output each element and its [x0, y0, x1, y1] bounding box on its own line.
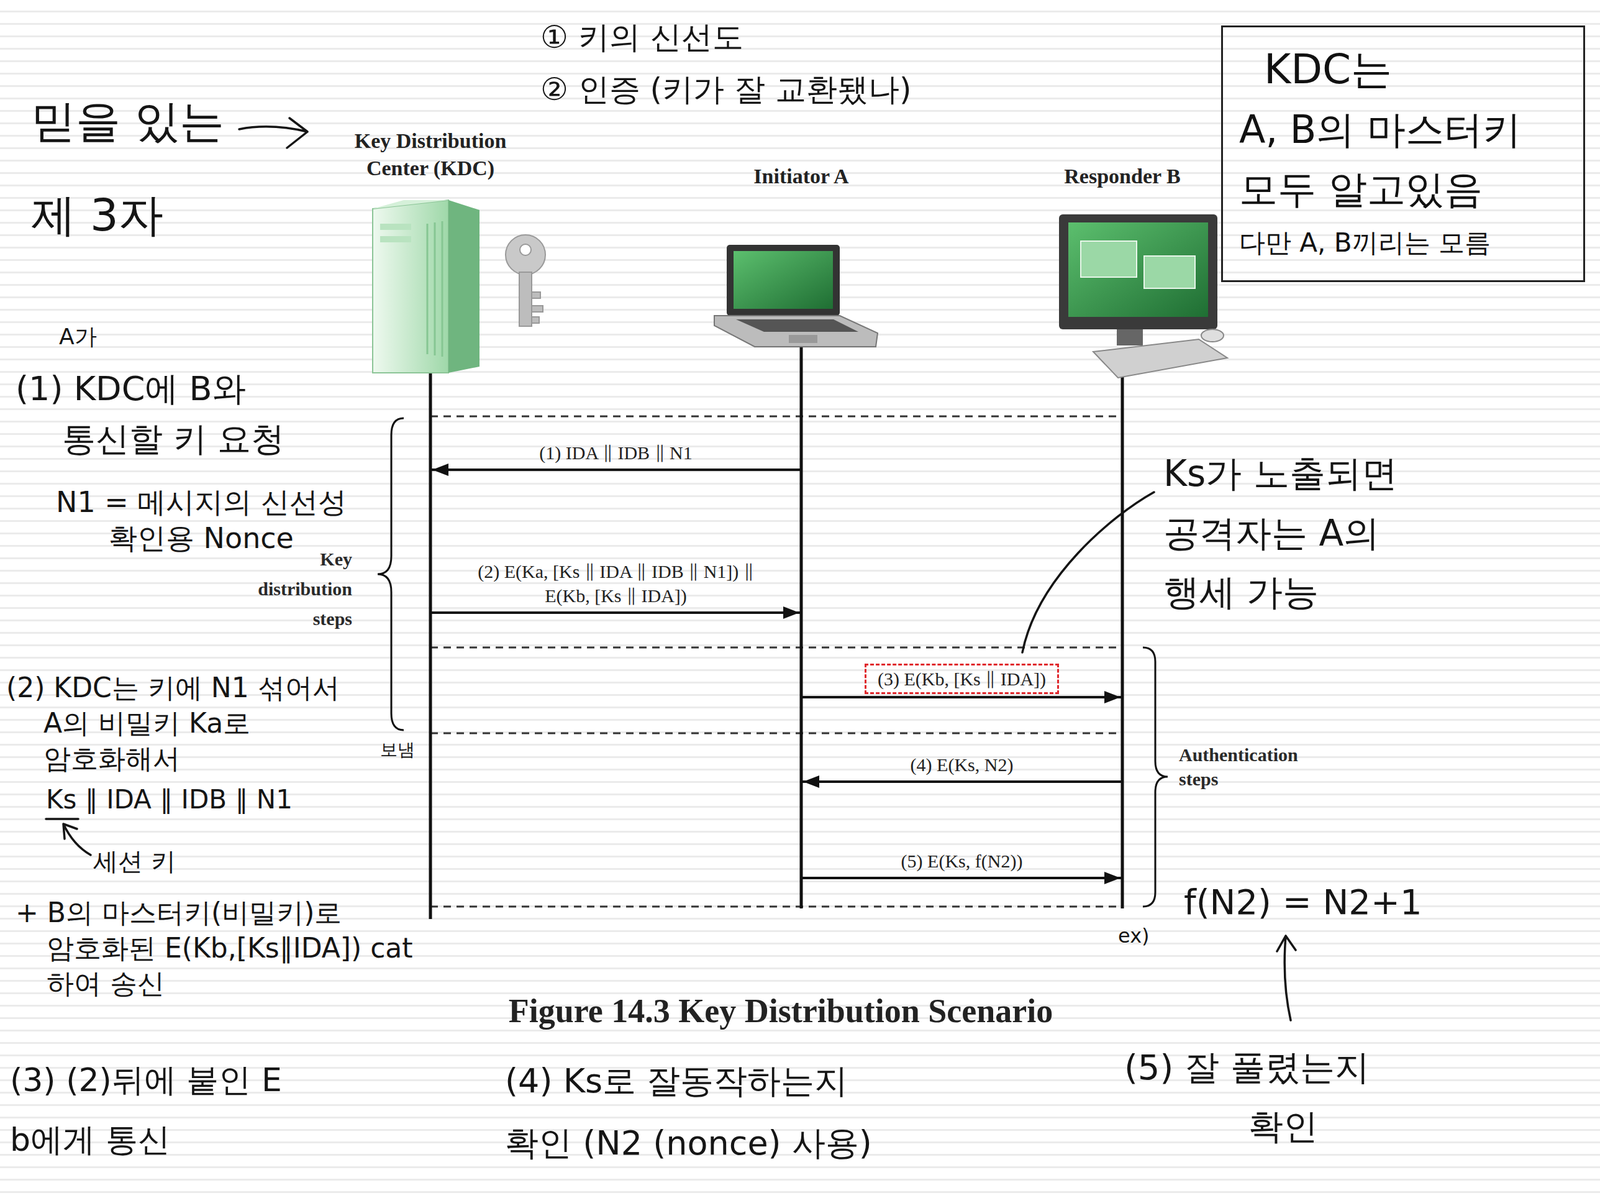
- arrow-head: [1104, 871, 1121, 884]
- section-label: Authentication steps: [1178, 742, 1335, 791]
- message-label: (3) E(Kb, [Ks ∥ IDA]): [864, 663, 1060, 694]
- key-tooth: [531, 305, 543, 312]
- handwritten-marks: [45, 118, 1296, 1020]
- arrow-head: [783, 606, 800, 619]
- screen-window: [1080, 240, 1137, 278]
- message-arrow: [430, 346, 802, 476]
- node-text: 다만 A, B끼리는 모름: [1239, 219, 1568, 267]
- vent: [434, 222, 437, 356]
- actor-node: Initiator A: [708, 162, 895, 347]
- handwritten-note: f(N2) = N2+1: [1183, 880, 1423, 923]
- handwritten-note: 보냄: [380, 739, 415, 761]
- server-front: [372, 200, 449, 373]
- handwritten-note: (1) KDC에 B와 통신할 키 요청: [15, 363, 308, 464]
- drive-bay: [380, 223, 412, 230]
- dashed-separator: [430, 646, 1123, 649]
- handwritten-note: (5) 잘 풀렸는지 확인: [1124, 1037, 1423, 1156]
- leader-arrow: [63, 823, 91, 855]
- handwritten-note: ② 인증 (키가 잘 교환됐나): [540, 69, 912, 110]
- arrow-head: [803, 775, 820, 788]
- handwritten-note: 믿을 있는 제 3자: [31, 74, 268, 263]
- lifelines: [430, 346, 1123, 919]
- message-line: [430, 346, 802, 470]
- message-label: (2) E(Ka, [Ks ∥ IDA ∥ IDB ∥ N1]) ∥ E(Kb,…: [473, 559, 759, 608]
- message-line: [801, 346, 1123, 697]
- key-tooth: [531, 291, 541, 299]
- message-label: (5) E(Ks, f(N2)): [901, 848, 1023, 873]
- bracket: [377, 418, 404, 730]
- handwritten-note: N1 = 메시지의 신선성 확인용 Nonce: [55, 484, 358, 556]
- laptop-bezel: [726, 244, 840, 316]
- step-separators: [430, 416, 1123, 907]
- key-shaft: [519, 272, 532, 327]
- leader-arrow: [1277, 935, 1296, 1020]
- message-arrow: [801, 346, 1123, 704]
- key-tooth: [531, 316, 540, 323]
- actor-node: Responder B: [1029, 162, 1216, 372]
- node-heading: Responder B: [1029, 162, 1216, 191]
- section-label: Key distribution steps: [240, 544, 353, 634]
- mouse: [1201, 329, 1224, 342]
- actor-node: Key Distribution Center (KDC): [324, 127, 537, 373]
- arrow-head: [432, 463, 449, 476]
- touchpad: [788, 334, 818, 343]
- monitor-stand: [1116, 329, 1143, 346]
- handwritten-note: (3) (2)뒤에 붙인 E b에게 통신: [9, 1049, 321, 1169]
- message-label: (1) IDA ∥ IDB ∥ N1: [539, 440, 692, 465]
- laptop-keyboard: [736, 319, 859, 332]
- key-hole: [519, 244, 532, 256]
- monitor-screen: [1068, 222, 1209, 317]
- message-line: [801, 346, 1123, 782]
- desktop-icon: [1059, 214, 1228, 378]
- handwritten-note: A가: [59, 322, 97, 350]
- note-box: KDC는A, B의 마스터키 모두 알고있음다만 A, B끼리는 모름: [1221, 25, 1586, 282]
- handwritten-note: Ks ∥ IDA ∥ IDB ∥ N1: [45, 783, 293, 815]
- message-line: [430, 346, 802, 613]
- server-side: [448, 200, 480, 373]
- server-top: [372, 200, 449, 209]
- dashed-separator: [430, 415, 1123, 418]
- figure-caption: Figure 14.3 Key Distribution Scenario: [408, 990, 1154, 1032]
- handwritten-note: Ks가 노출되면 공격자는 A의 행세 가능: [1163, 444, 1437, 623]
- key-head: [505, 234, 546, 275]
- server-vents: [427, 221, 443, 357]
- underline: [45, 817, 79, 820]
- leader-line: [1022, 491, 1155, 653]
- laptop-screen: [733, 250, 833, 309]
- key-icon: [505, 234, 546, 327]
- message-line: [801, 346, 1123, 878]
- handwritten-note: + B의 마스터키(비밀키)로 암호화된 E(Kb,[Ks∥IDA]) cat …: [15, 894, 420, 1002]
- message-label: (4) E(Ks, N2): [910, 752, 1014, 777]
- keyboard: [1093, 339, 1228, 378]
- server-icon: [372, 200, 480, 373]
- handwritten-note: ① 키의 신선도: [540, 17, 744, 58]
- laptop-base: [714, 315, 878, 347]
- bracket: [1142, 647, 1168, 907]
- drive-bay: [380, 236, 412, 243]
- handwritten-note: (4) Ks로 잘동작하는지 확인 (N2 (nonce) 사용): [504, 1049, 915, 1174]
- message-arrow: [801, 346, 1123, 884]
- arrow-head: [1104, 690, 1121, 704]
- dashed-separator: [430, 732, 1123, 735]
- vent: [441, 221, 444, 357]
- vent: [426, 223, 429, 355]
- laptop-icon: [714, 244, 878, 347]
- node-text: A, B의 마스터키 모두 알고있음: [1239, 100, 1568, 220]
- handwritten-note: ex): [1118, 923, 1150, 948]
- screen-window: [1144, 255, 1196, 289]
- handwritten-note: (2) KDC는 키에 N1 섞어서 A의 비밀키 Ka로 암호화해서: [6, 669, 379, 777]
- handwritten-note: 세션 키: [93, 845, 176, 876]
- node-heading: KDC는: [1239, 38, 1568, 100]
- monitor: [1059, 214, 1218, 330]
- node-heading: Initiator A: [708, 162, 895, 191]
- dashed-separator: [430, 905, 1123, 908]
- leader-arrow: [239, 118, 308, 148]
- node-heading: Key Distribution Center (KDC): [324, 127, 537, 182]
- message-arrow: [430, 346, 802, 619]
- message-arrow: [801, 346, 1123, 788]
